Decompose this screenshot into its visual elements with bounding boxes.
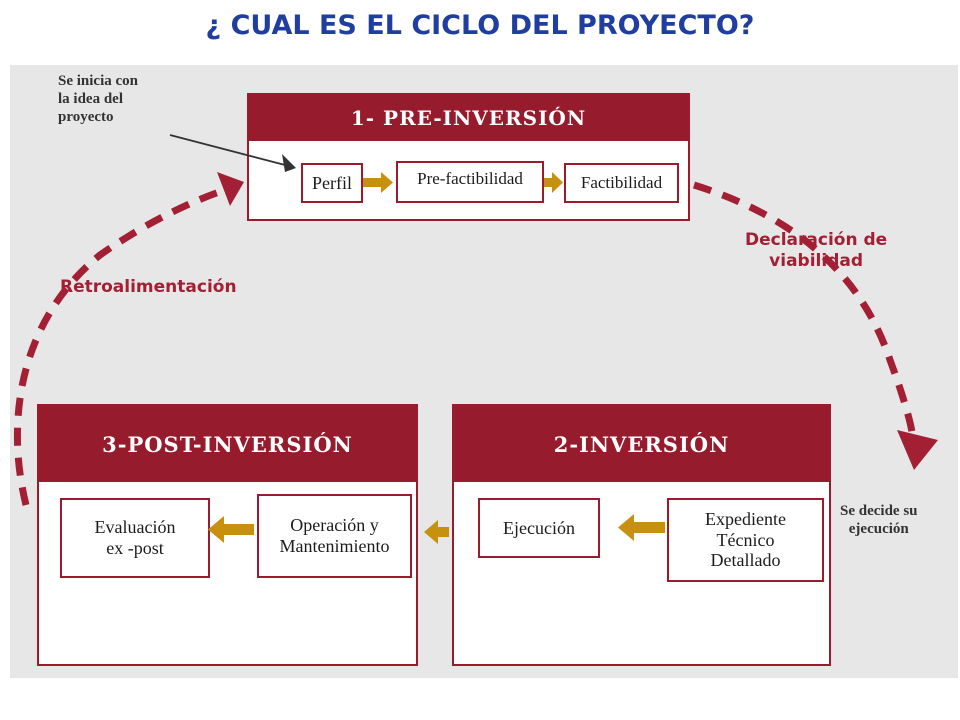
arrow-operacion-to-evaluacion — [208, 516, 254, 543]
step-perfil: Perfil — [301, 163, 363, 203]
arrow-perfil-to-prefactibilidad — [363, 172, 393, 193]
step-evaluacion-ex-post: Evaluación ex -post — [60, 498, 210, 578]
step-factibilidad: Factibilidad — [564, 163, 679, 203]
cycle-arrow-feedback-head — [217, 172, 244, 206]
cycle-arrow-viability-head — [897, 430, 938, 470]
pointer-line — [169, 134, 286, 166]
arrow-inversion-to-post — [424, 520, 449, 544]
arrow-prefactibilidad-to-factibilidad — [544, 172, 563, 193]
phase-pre-inversion: 1- PRE-INVERSIÓN Perfil Pre-factibilidad… — [247, 93, 690, 221]
step-ejecucion: Ejecución — [478, 498, 600, 558]
phase-inversion: 2-INVERSIÓN Ejecución Expediente Técnico… — [452, 404, 831, 666]
pointer-arrowhead — [282, 154, 296, 172]
step-operacion-mantenimiento: Operación y Mantenimiento — [257, 494, 412, 578]
phase-inversion-header: 2-INVERSIÓN — [454, 406, 829, 482]
note-execution-decision: Se decide su ejecución — [840, 503, 918, 537]
arrow-expediente-to-ejecucion — [618, 514, 665, 541]
phase-pre-inversion-header: 1- PRE-INVERSIÓN — [249, 95, 688, 141]
step-pre-factibilidad: Pre-factibilidad — [396, 161, 544, 203]
phase-post-inversion: 3-POST-INVERSIÓN Evaluación ex -post Ope… — [37, 404, 418, 666]
cycle-arrow-viability — [692, 181, 916, 433]
label-retroalimentacion: Retroalimentación — [60, 277, 237, 297]
page-title: ¿ CUAL ES EL CICLO DEL PROYECTO? — [205, 10, 755, 41]
step-expediente-tecnico: Expediente Técnico Detallado — [667, 498, 824, 582]
cycle-arrow-feedback — [13, 186, 227, 506]
phase-post-inversion-header: 3-POST-INVERSIÓN — [39, 406, 416, 482]
note-project-start: Se inicia con la idea del proyecto — [58, 73, 139, 125]
